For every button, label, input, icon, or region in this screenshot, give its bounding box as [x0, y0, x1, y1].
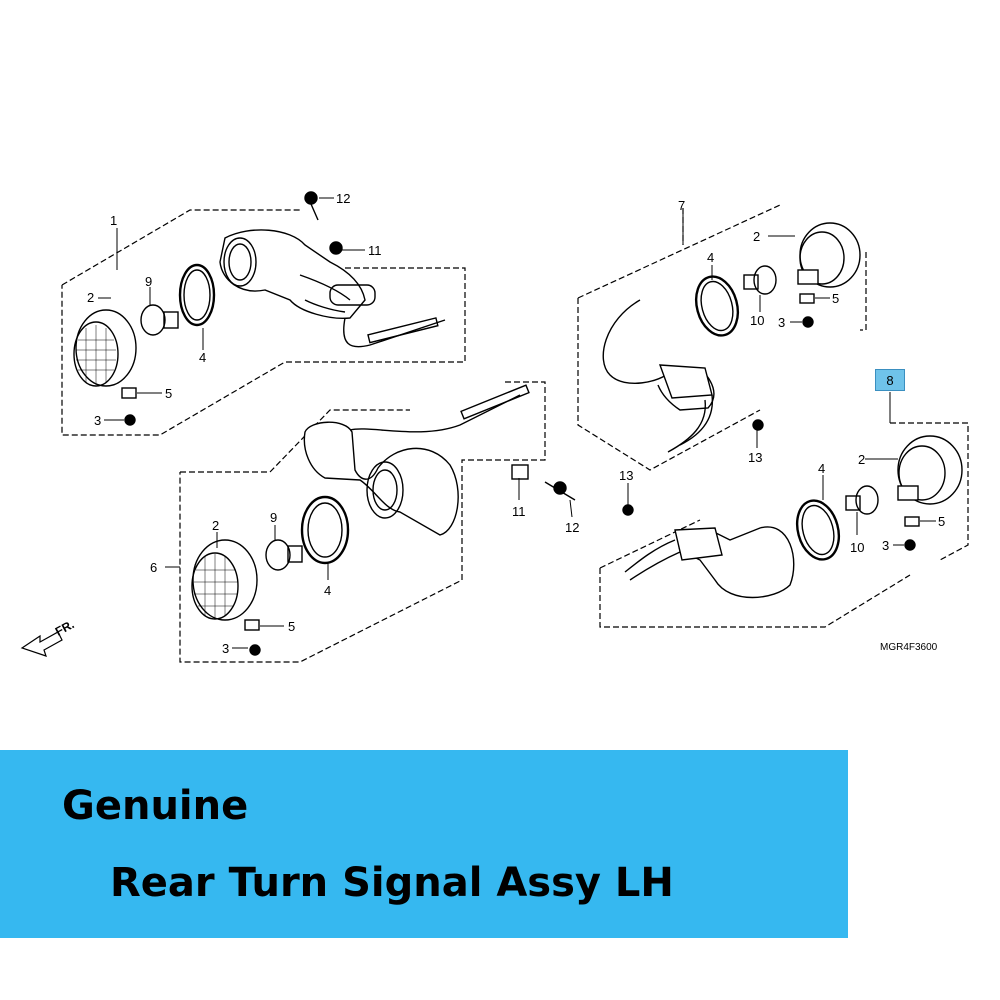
- group-outline-bottom-left: [179, 381, 546, 663]
- highlighted-part-number: 8: [886, 373, 894, 388]
- group-outline-bottom-right: [599, 422, 969, 628]
- banner-line-product: Rear Turn Signal Assy LH: [110, 860, 674, 906]
- label-gasket-tl: 4: [199, 350, 206, 365]
- label-bolt-bl: 12: [565, 520, 579, 535]
- label-group-tl: 1: [110, 213, 117, 228]
- label-bulb-tr: 10: [750, 313, 764, 328]
- leader-lines: [98, 197, 936, 649]
- label-clip-tr: 5: [832, 291, 839, 306]
- label-lens-tr: 2: [753, 229, 760, 244]
- label-gasket-bl: 4: [324, 583, 331, 598]
- label-bolt-tl: 12: [336, 191, 350, 206]
- label-nut-tl: 11: [368, 243, 382, 258]
- label-lens-bl: 2: [212, 518, 219, 533]
- label-gasket-br: 4: [818, 461, 825, 476]
- label-grommet-upper: 13: [748, 450, 762, 465]
- title-banner: Genuine Rear Turn Signal Assy LH: [0, 750, 848, 938]
- label-screw-tl: 3: [94, 413, 101, 428]
- label-group-bl: 6: [150, 560, 157, 575]
- assembly-bottom-right: [622, 435, 963, 599]
- label-nut-bl: 11: [512, 504, 526, 519]
- highlighted-part-badge: 8: [875, 369, 905, 391]
- label-grommet-br: 13: [619, 468, 633, 483]
- assembly-top-right: [602, 222, 861, 453]
- banner-line-genuine: Genuine: [62, 783, 249, 829]
- label-bulb-tl: 9: [145, 274, 152, 289]
- assembly-top-left: [73, 191, 446, 426]
- label-gasket-tr: 4: [707, 250, 714, 265]
- label-bulb-bl: 9: [270, 510, 277, 525]
- front-direction-arrow-icon: FR.: [20, 617, 76, 657]
- group-outline-top-left: [61, 209, 466, 436]
- label-clip-bl: 5: [288, 619, 295, 634]
- label-bulb-br: 10: [850, 540, 864, 555]
- label-screw-bl: 3: [222, 641, 229, 656]
- assembly-bottom-left: [191, 384, 576, 656]
- label-lens-br: 2: [858, 452, 865, 467]
- label-screw-br: 3: [882, 538, 889, 553]
- label-group-tr: 7: [678, 198, 685, 213]
- label-screw-tr: 3: [778, 315, 785, 330]
- label-diagram-code: MGR4F3600: [880, 642, 938, 653]
- label-clip-tl: 5: [165, 386, 172, 401]
- label-lens-tl: 2: [87, 290, 94, 305]
- label-clip-br: 5: [938, 514, 945, 529]
